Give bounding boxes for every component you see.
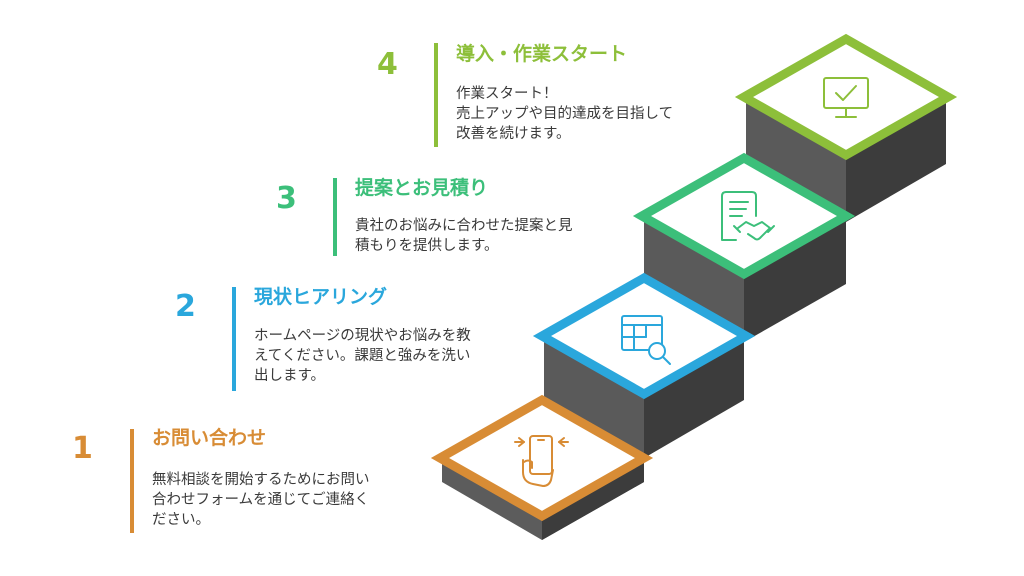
web-search-icon	[621, 315, 671, 365]
step-2-number: 2	[175, 289, 196, 324]
monitor-check-icon	[823, 77, 869, 118]
stair-top-3	[632, 152, 856, 280]
step-4-number: 4	[377, 47, 398, 82]
step-1-title: お問い合わせ	[152, 427, 267, 449]
step-1-divider	[130, 429, 134, 533]
step-4-divider	[434, 43, 438, 147]
step-3-divider	[333, 178, 337, 256]
smartphone-hand-icon	[514, 435, 569, 487]
step-3-description: 貴社のお悩みに合わせた提案と見 積もりを提供します。	[355, 218, 573, 254]
contract-handshake-icon	[721, 191, 775, 241]
step-1-description: 無料相談を開始するためにお問い 合わせフォームを通じてご連絡く ださい。	[152, 472, 370, 528]
step-3-number: 3	[276, 181, 297, 216]
step-4-description: 作業スタート！ 売上アップや目的達成を目指して 改善を続けます。	[456, 86, 674, 142]
step-2-description: ホームページの現状やお悩みを教 えてください。課題と強みを洗い 出します。	[254, 328, 471, 384]
step-2-divider	[232, 287, 236, 391]
stair-top-1	[430, 394, 654, 522]
step-1-number: 1	[72, 431, 93, 466]
step-4-title: 導入・作業スタート	[456, 43, 628, 65]
step-2-title: 現状ヒアリング	[254, 286, 388, 308]
step-3-title: 提案とお見積り	[355, 177, 489, 199]
